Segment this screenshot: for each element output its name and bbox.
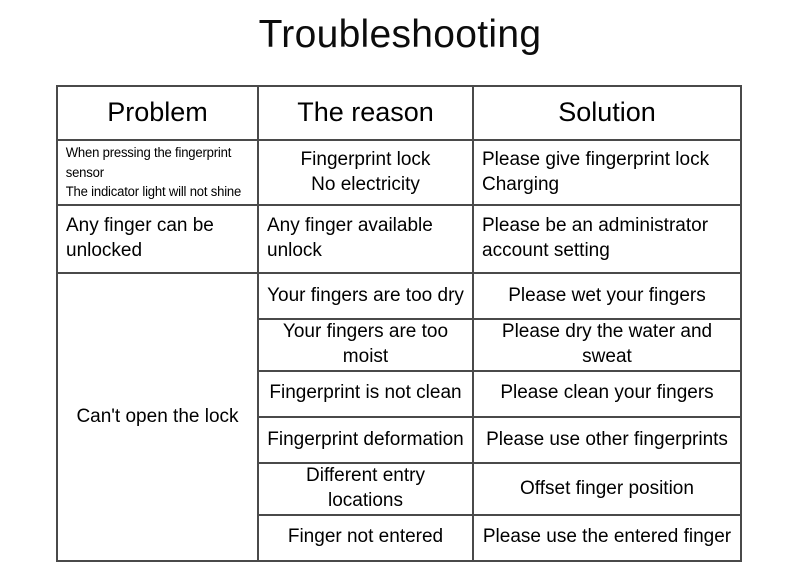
troubleshooting-table-container: Problem The reason Solution When pressin… bbox=[56, 85, 742, 562]
cell-solution: Please clean your fingers bbox=[472, 369, 742, 418]
cell-text-line: Fingerprint lock bbox=[300, 148, 431, 170]
cell-text-line: unlocked bbox=[66, 240, 143, 261]
table-row: Can't open the lock Your fingers are too… bbox=[56, 271, 742, 562]
cell-solution: Please give fingerprint lock Charging bbox=[472, 139, 742, 206]
cell-text-line: Charging bbox=[482, 173, 560, 195]
cell-problem: Any finger can be unlocked bbox=[56, 204, 259, 274]
table-header-row: Problem The reason Solution bbox=[56, 85, 742, 141]
cell-reason: Fingerprint is not clean bbox=[257, 369, 474, 418]
table-row: Any finger can be unlocked Any finger av… bbox=[56, 204, 742, 274]
cell-text-line: When pressing the fingerprint sensor bbox=[65, 145, 232, 180]
cell-solution: Offset finger position bbox=[472, 462, 742, 516]
cell-text-line: Any finger can be bbox=[66, 215, 214, 237]
cell-text-line: unlock bbox=[267, 240, 322, 261]
cell-text-line: The indicator light will not shine bbox=[65, 184, 242, 200]
cell-solution: Please use other fingerprints bbox=[472, 415, 742, 465]
cell-problem-merged: Can't open the lock bbox=[56, 272, 259, 562]
cell-solution: Please be an administrator account setti… bbox=[472, 204, 742, 274]
cell-solution: Please wet your fingers bbox=[472, 271, 742, 321]
cell-reason: Any finger available unlock bbox=[257, 204, 474, 274]
table-row: Fingerprint is not clean Please clean yo… bbox=[57, 369, 742, 418]
cell-text-line: Please give fingerprint lock bbox=[482, 148, 710, 170]
cell-solution: Please use the entered finger bbox=[472, 513, 742, 562]
table-row: Fingerprint deformation Please use other… bbox=[57, 415, 742, 465]
cell-reason: Your fingers are too dry bbox=[257, 271, 474, 321]
cell-reason: Different entry locations bbox=[257, 462, 474, 516]
table-row: Finger not entered Please use the entere… bbox=[57, 513, 742, 562]
table-row: When pressing the fingerprint sensor The… bbox=[56, 139, 742, 206]
cell-problem: When pressing the fingerprint sensor The… bbox=[56, 139, 253, 206]
troubleshooting-table: Problem The reason Solution When pressin… bbox=[56, 85, 742, 562]
cell-solution: Please dry the water and sweat bbox=[472, 318, 742, 372]
column-header-reason: The reason bbox=[257, 85, 474, 141]
cell-reason: Fingerprint lock No electricity bbox=[257, 139, 474, 206]
cell-text-line: Any finger available bbox=[267, 215, 433, 237]
cell-reason: Finger not entered bbox=[257, 513, 474, 562]
cell-text-line: account setting bbox=[482, 240, 610, 261]
cell-reason: Fingerprint deformation bbox=[257, 415, 474, 465]
cell-text-line: No electricity bbox=[311, 173, 420, 195]
table-row: Your fingers are too moist Please dry th… bbox=[57, 318, 742, 372]
cell-reason: Your fingers are too moist bbox=[257, 318, 474, 372]
cell-text-line: Please be an administrator bbox=[482, 215, 709, 237]
table-row: Different entry locations Offset finger … bbox=[57, 462, 742, 516]
page-title: Troubleshooting bbox=[258, 13, 542, 56]
column-header-problem: Problem bbox=[56, 85, 259, 141]
column-header-solution: Solution bbox=[472, 85, 742, 141]
